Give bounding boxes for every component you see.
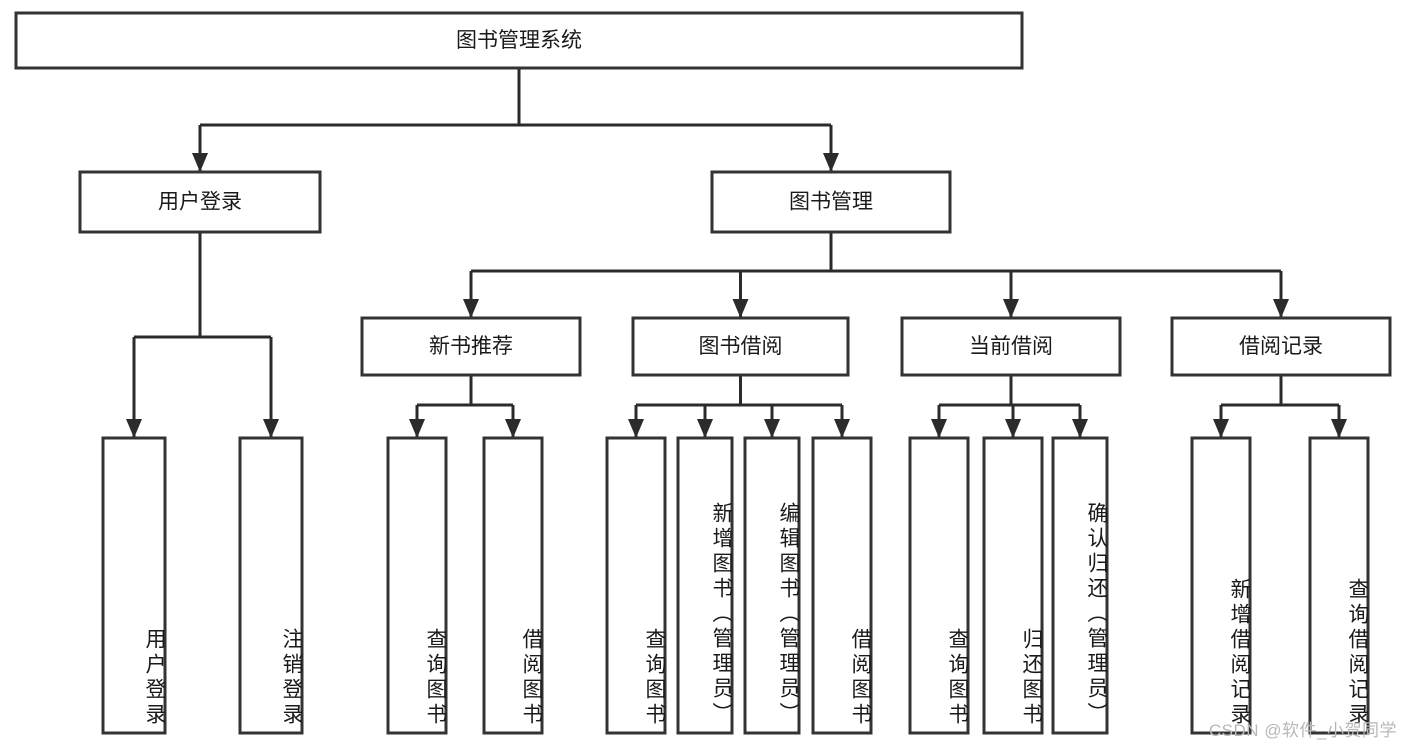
node-user-login[interactable]: 用户登录 (78, 170, 322, 234)
node-label-wrap-leaf-add-book: 新增图书（管理员） (710, 502, 732, 727)
arrow-head-book-borrow (732, 299, 749, 318)
node-borrow-record[interactable]: 借阅记录 (1170, 316, 1392, 377)
arrow-head-leaf-user-login (126, 419, 142, 438)
node-current-borrow[interactable]: 当前借阅 (900, 316, 1122, 377)
node-box-leaf-query-book-borrow (605, 436, 667, 735)
arrow-head-leaf-edit-book (764, 419, 780, 438)
node-leaf-borrow-book[interactable]: 借阅图书 (811, 436, 873, 735)
node-book-borrow[interactable]: 图书借阅 (631, 316, 850, 377)
arrow-head-leaf-query-book-rec (409, 419, 425, 438)
node-box-leaf-add-record (1190, 436, 1252, 735)
arrow-head-leaf-borrow-book (834, 419, 850, 438)
node-leaf-edit-book[interactable]: 编辑图书（管理员） (743, 436, 801, 735)
node-label-wrap-leaf-logout: 注销登录 (280, 627, 302, 728)
connector-layer (126, 68, 1347, 438)
arrow-head-book-manage (823, 153, 839, 172)
arrow-head-leaf-logout (263, 419, 279, 438)
node-label-leaf-return-book: 归还图书 (1020, 627, 1042, 728)
node-box-book-manage (710, 170, 952, 234)
node-leaf-return-book[interactable]: 归还图书 (982, 436, 1044, 735)
arrow-head-leaf-add-book (697, 419, 713, 438)
node-label-leaf-add-book: 新增图书（管理员） (710, 502, 732, 727)
node-label-leaf-borrow-book: 借阅图书 (849, 627, 871, 728)
node-label-wrap-leaf-borrow-book-rec: 借阅图书 (520, 627, 542, 728)
node-box-leaf-confirm-return (1051, 436, 1109, 735)
node-label-wrap-leaf-query-book-cur: 查询图书 (946, 627, 968, 728)
node-box-leaf-return-book (982, 436, 1044, 735)
node-box-leaf-edit-book (743, 436, 801, 735)
node-label-leaf-query-book-cur: 查询图书 (946, 627, 968, 728)
node-label-leaf-edit-book: 编辑图书（管理员） (777, 502, 799, 727)
node-leaf-query-book-cur[interactable]: 查询图书 (908, 436, 970, 735)
node-label-leaf-query-record: 查询借阅记录 (1346, 577, 1368, 728)
node-label-root: 图书管理系统 (456, 29, 582, 52)
node-box-book-borrow (631, 316, 850, 377)
node-label-wrap-leaf-query-record: 查询借阅记录 (1346, 577, 1368, 728)
arrow-head-current-borrow (1003, 299, 1019, 318)
node-label-wrap-leaf-query-book-borrow: 查询图书 (643, 627, 665, 728)
node-box-leaf-borrow-book (811, 436, 873, 735)
node-label-wrap-leaf-return-book: 归还图书 (1020, 627, 1042, 728)
node-label-leaf-borrow-book-rec: 借阅图书 (520, 627, 542, 728)
arrow-head-leaf-query-book-cur (931, 419, 947, 438)
node-leaf-user-login[interactable]: 用户登录 (101, 436, 167, 735)
node-label-borrow-record: 借阅记录 (1239, 335, 1323, 358)
node-box-leaf-query-record (1308, 436, 1370, 735)
node-book-manage[interactable]: 图书管理 (710, 170, 952, 234)
node-box-new-book-rec (360, 316, 582, 377)
node-box-leaf-logout (238, 436, 304, 735)
node-label-leaf-query-book-borrow: 查询图书 (643, 627, 665, 728)
node-box-user-login (78, 170, 322, 234)
node-box-leaf-query-book-rec (386, 436, 448, 735)
node-box-root (14, 11, 1024, 70)
node-label-leaf-confirm-return: 确认归还（管理员） (1085, 502, 1107, 727)
node-new-book-rec[interactable]: 新书推荐 (360, 316, 582, 377)
arrow-head-leaf-confirm-return (1072, 419, 1088, 438)
arrow-head-leaf-query-book-borrow (628, 419, 644, 438)
arrow-head-leaf-query-record (1331, 419, 1347, 438)
node-label-wrap-leaf-borrow-book: 借阅图书 (849, 627, 871, 728)
node-label-user-login: 用户登录 (158, 191, 242, 214)
node-leaf-logout[interactable]: 注销登录 (238, 436, 304, 735)
node-leaf-confirm-return[interactable]: 确认归还（管理员） (1051, 436, 1109, 735)
node-label-wrap-leaf-edit-book: 编辑图书（管理员） (777, 502, 799, 727)
node-leaf-query-record[interactable]: 查询借阅记录 (1308, 436, 1370, 735)
arrow-head-user-login (192, 153, 208, 172)
node-box-leaf-borrow-book-rec (482, 436, 544, 735)
node-leaf-add-record[interactable]: 新增借阅记录 (1190, 436, 1252, 735)
node-box-leaf-add-book (676, 436, 734, 735)
arrow-head-leaf-return-book (1005, 419, 1021, 438)
node-label-book-borrow: 图书借阅 (699, 335, 783, 358)
node-leaf-borrow-book-rec[interactable]: 借阅图书 (482, 436, 544, 735)
node-label-new-book-rec: 新书推荐 (429, 335, 513, 358)
node-box-leaf-query-book-cur (908, 436, 970, 735)
node-root[interactable]: 图书管理系统 (14, 11, 1024, 70)
arrow-head-new-book-rec (463, 299, 479, 318)
node-leaf-add-book[interactable]: 新增图书（管理员） (676, 436, 734, 735)
node-box-current-borrow (900, 316, 1122, 377)
node-label-wrap-leaf-user-login: 用户登录 (143, 627, 165, 728)
node-label-wrap-leaf-add-record: 新增借阅记录 (1228, 577, 1250, 728)
node-label-leaf-query-book-rec: 查询图书 (424, 627, 446, 728)
arrow-head-borrow-record (1273, 299, 1289, 318)
node-label-current-borrow: 当前借阅 (969, 335, 1053, 358)
node-leaf-query-book-borrow[interactable]: 查询图书 (605, 436, 667, 735)
node-label-book-manage: 图书管理 (789, 191, 873, 214)
arrow-head-leaf-borrow-book-rec (505, 419, 521, 438)
node-label-wrap-leaf-query-book-rec: 查询图书 (424, 627, 446, 728)
arrow-head-leaf-add-record (1213, 419, 1229, 438)
node-label-leaf-user-login: 用户登录 (143, 627, 165, 728)
node-layer: 图书管理系统用户登录图书管理新书推荐图书借阅当前借阅借阅记录用户登录注销登录查询… (14, 11, 1392, 735)
node-box-leaf-user-login (101, 436, 167, 735)
node-label-leaf-add-record: 新增借阅记录 (1228, 577, 1250, 728)
node-leaf-query-book-rec[interactable]: 查询图书 (386, 436, 448, 735)
node-label-leaf-logout: 注销登录 (280, 627, 302, 728)
node-box-borrow-record (1170, 316, 1392, 377)
node-label-wrap-leaf-confirm-return: 确认归还（管理员） (1085, 502, 1107, 727)
